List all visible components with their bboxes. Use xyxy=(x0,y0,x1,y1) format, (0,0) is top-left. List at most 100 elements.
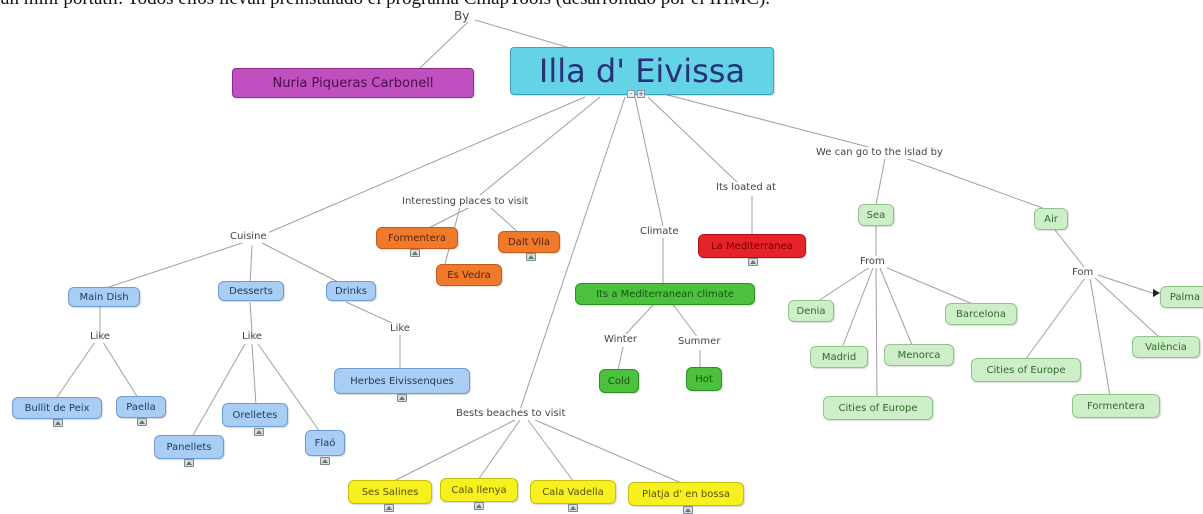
node-menorca[interactable]: Menorca xyxy=(884,344,954,366)
caption-text: un mini portàtil. Todos ellos llevan pre… xyxy=(0,0,1203,10)
link-located-at: Its loated at xyxy=(714,182,778,194)
link-from-sea: From xyxy=(858,256,887,268)
node-ses-salines[interactable]: Ses Salines xyxy=(348,480,432,504)
node-air[interactable]: Air xyxy=(1034,208,1068,230)
link-climate: Climate xyxy=(638,226,681,238)
node-hot[interactable]: Hot xyxy=(686,367,722,391)
link-like-drinks: Like xyxy=(388,323,412,335)
link-by: By xyxy=(452,9,472,23)
node-palma[interactable]: Palma xyxy=(1160,286,1203,308)
node-barcelona[interactable]: Barcelona xyxy=(945,303,1017,325)
connector xyxy=(1054,229,1086,269)
image-icon[interactable] xyxy=(568,504,578,512)
image-icon[interactable] xyxy=(53,419,63,427)
node-cold[interactable]: Cold xyxy=(599,369,639,393)
connector xyxy=(671,302,699,339)
arrow-icon xyxy=(1153,289,1160,297)
link-cuisine: Cuisine xyxy=(228,231,269,243)
connector xyxy=(419,19,471,69)
node-main-dish[interactable]: Main Dish xyxy=(68,287,140,307)
image-icon[interactable] xyxy=(683,506,693,514)
image-icon[interactable] xyxy=(410,249,420,257)
node-valencia[interactable]: València xyxy=(1132,336,1200,358)
connector xyxy=(879,267,913,346)
node-platja-den-bossa[interactable]: Platja d' en bossa xyxy=(628,482,744,506)
connector xyxy=(99,241,246,291)
connector xyxy=(102,341,139,399)
node-flao[interactable]: Flaó xyxy=(305,430,345,456)
node-cities-of-europe-sea[interactable]: Cities of Europe xyxy=(823,396,933,420)
connector xyxy=(257,96,586,238)
image-icon[interactable] xyxy=(526,253,536,261)
connector xyxy=(617,346,624,371)
image-icon[interactable] xyxy=(474,502,484,510)
image-icon[interactable] xyxy=(397,394,407,402)
collapse-icon[interactable]: - xyxy=(627,90,635,98)
connector xyxy=(534,419,687,486)
connector xyxy=(345,301,393,324)
node-cala-vadella[interactable]: Cala Vadella xyxy=(530,480,616,504)
node-herbes-eivissenques[interactable]: Herbes Eivissenques xyxy=(334,368,470,394)
expand-icon[interactable]: + xyxy=(637,90,645,98)
connector xyxy=(659,92,881,151)
connector xyxy=(477,419,521,481)
connector xyxy=(875,267,878,399)
node-es-vedra[interactable]: Es Vedra xyxy=(436,264,502,286)
link-winter: Winter xyxy=(602,334,639,346)
title-node[interactable]: Illa d' Eivissa xyxy=(510,47,774,95)
connector xyxy=(624,302,656,336)
connector xyxy=(1089,277,1111,397)
connector xyxy=(424,206,471,231)
connector xyxy=(634,96,664,227)
node-desserts[interactable]: Desserts xyxy=(218,281,284,301)
node-denia[interactable]: Denia xyxy=(788,300,834,322)
link-summer: Summer xyxy=(676,336,723,348)
connector xyxy=(1024,277,1086,361)
link-like-desserts: Like xyxy=(240,331,264,343)
connector xyxy=(474,19,571,49)
node-climate-type[interactable]: Its a Mediterranean climate xyxy=(575,283,755,305)
connector xyxy=(811,266,871,306)
connector xyxy=(1094,277,1161,339)
link-best-beaches: Bests beaches to visit xyxy=(454,408,568,420)
connector xyxy=(904,157,1049,211)
node-orelletes[interactable]: Orelletes xyxy=(222,403,288,427)
node-sea[interactable]: Sea xyxy=(858,204,894,226)
link-like-main-dish: Like xyxy=(88,331,112,343)
connector xyxy=(884,266,976,306)
image-icon[interactable] xyxy=(384,504,394,512)
node-mediterranean[interactable]: La Mediterranea xyxy=(698,234,806,258)
node-drinks[interactable]: Drinks xyxy=(326,281,376,301)
connector xyxy=(389,419,516,484)
author-node[interactable]: Nuria Piqueras Carbonell xyxy=(232,68,474,98)
connector xyxy=(479,96,601,196)
image-icon[interactable] xyxy=(254,428,264,436)
node-bullit-de-peix[interactable]: Bullit de Peix xyxy=(12,397,102,419)
image-icon[interactable] xyxy=(184,459,194,467)
node-formentera-air[interactable]: Formentera xyxy=(1072,394,1160,418)
image-icon[interactable] xyxy=(137,418,147,426)
node-cala-llenya[interactable]: Cala llenya xyxy=(440,478,518,502)
node-panellets[interactable]: Panellets xyxy=(154,435,224,459)
connector xyxy=(251,343,257,406)
connector xyxy=(875,157,886,206)
connector xyxy=(841,267,874,349)
connector xyxy=(249,301,253,333)
connector xyxy=(54,341,96,401)
node-dalt-vila[interactable]: Dalt Vila xyxy=(498,231,560,253)
connector xyxy=(647,96,741,186)
node-paella[interactable]: Paella xyxy=(116,396,166,418)
node-madrid[interactable]: Madrid xyxy=(810,346,868,368)
connector xyxy=(1097,274,1156,295)
connector xyxy=(249,244,253,285)
link-from-air: Fom xyxy=(1070,267,1096,279)
node-formentera-place[interactable]: Formentera xyxy=(376,227,458,249)
connector xyxy=(519,96,626,411)
image-icon[interactable] xyxy=(748,258,758,266)
node-cities-of-europe-air[interactable]: Cities of Europe xyxy=(971,358,1081,382)
image-icon[interactable] xyxy=(320,457,330,465)
connector xyxy=(257,343,321,433)
connector xyxy=(191,343,246,438)
link-go-by: We can go to the islad by xyxy=(814,147,945,159)
